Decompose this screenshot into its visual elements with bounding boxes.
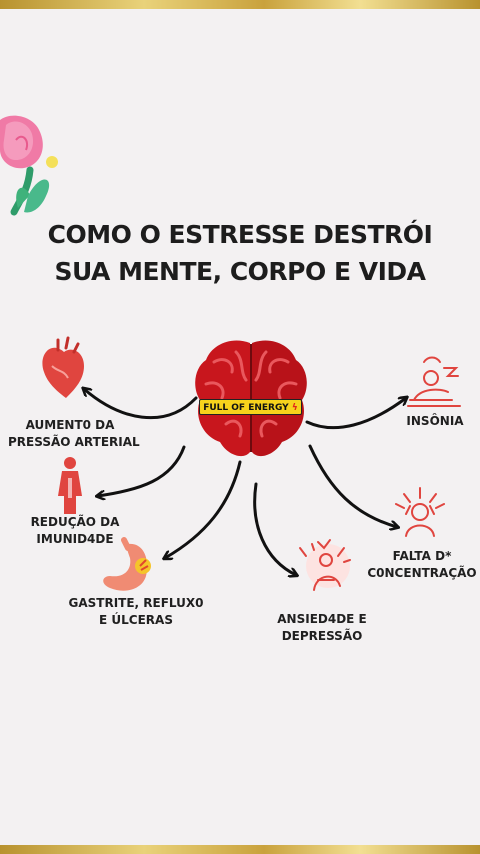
label-anxiety-line1: ANSIED4DE E	[277, 612, 367, 626]
bolt-icon: ϟ	[291, 403, 298, 413]
label-heart-line1: AUMENT0 DA	[25, 418, 115, 432]
label-concentration-line1: FALTA D*	[392, 549, 452, 563]
headache-person-icon	[395, 487, 445, 537]
title-line-1: COMO O ESTRESSE DESTRÓI	[47, 220, 433, 249]
label-stomach: GASTRITE, REFLUX0 E ÚLCERAS	[68, 595, 204, 629]
arrow-to-heart	[84, 389, 198, 420]
label-concentration: FALTA D* C0NCENTRAÇÃO	[364, 548, 480, 582]
arrow-to-headache	[308, 444, 397, 527]
stomach-icon	[103, 537, 151, 591]
arrow-to-anxious	[253, 482, 296, 575]
sleepless-person-icon	[407, 356, 461, 407]
badge-text: FULL OF ENERGY	[203, 403, 289, 413]
label-heart: AUMENT0 DA PRESSÃO ARTERIAL	[8, 417, 140, 451]
energy-badge: FULL OF ENERGY ϟ	[199, 399, 302, 415]
label-stomach-line1: GASTRITE, REFLUX0	[68, 596, 204, 610]
label-heart-line2: PRESSÃO ARTERIAL	[8, 435, 140, 449]
label-anxiety-line2: DEPRESSÃO	[281, 629, 363, 643]
label-body: REDUÇÃO DA IMUNID4DE	[20, 514, 130, 548]
label-body-line2: IMUNID4DE	[36, 532, 114, 546]
title-line-2: SUA MENTE, CORPO E VIDA	[54, 257, 426, 286]
anxious-person-icon	[299, 539, 351, 591]
label-concentration-line2: C0NCENTRAÇÃO	[367, 566, 477, 580]
heart-icon	[42, 336, 84, 398]
arrow-to-insomnia	[305, 398, 406, 430]
label-insomnia-line1: INSÔNIA	[406, 414, 464, 428]
bottom-gold-border	[0, 845, 480, 854]
label-body-line1: REDUÇÃO DA	[30, 515, 120, 529]
arrow-to-body	[98, 445, 186, 496]
label-insomnia: INSÔNIA	[398, 413, 472, 430]
body-icon	[58, 457, 82, 514]
arrow-to-stomach	[165, 460, 242, 558]
top-gold-border	[0, 0, 480, 9]
label-anxiety: ANSIED4DE E DEPRESSÃO	[270, 611, 374, 645]
label-stomach-line2: E ÚLCERAS	[99, 613, 173, 627]
